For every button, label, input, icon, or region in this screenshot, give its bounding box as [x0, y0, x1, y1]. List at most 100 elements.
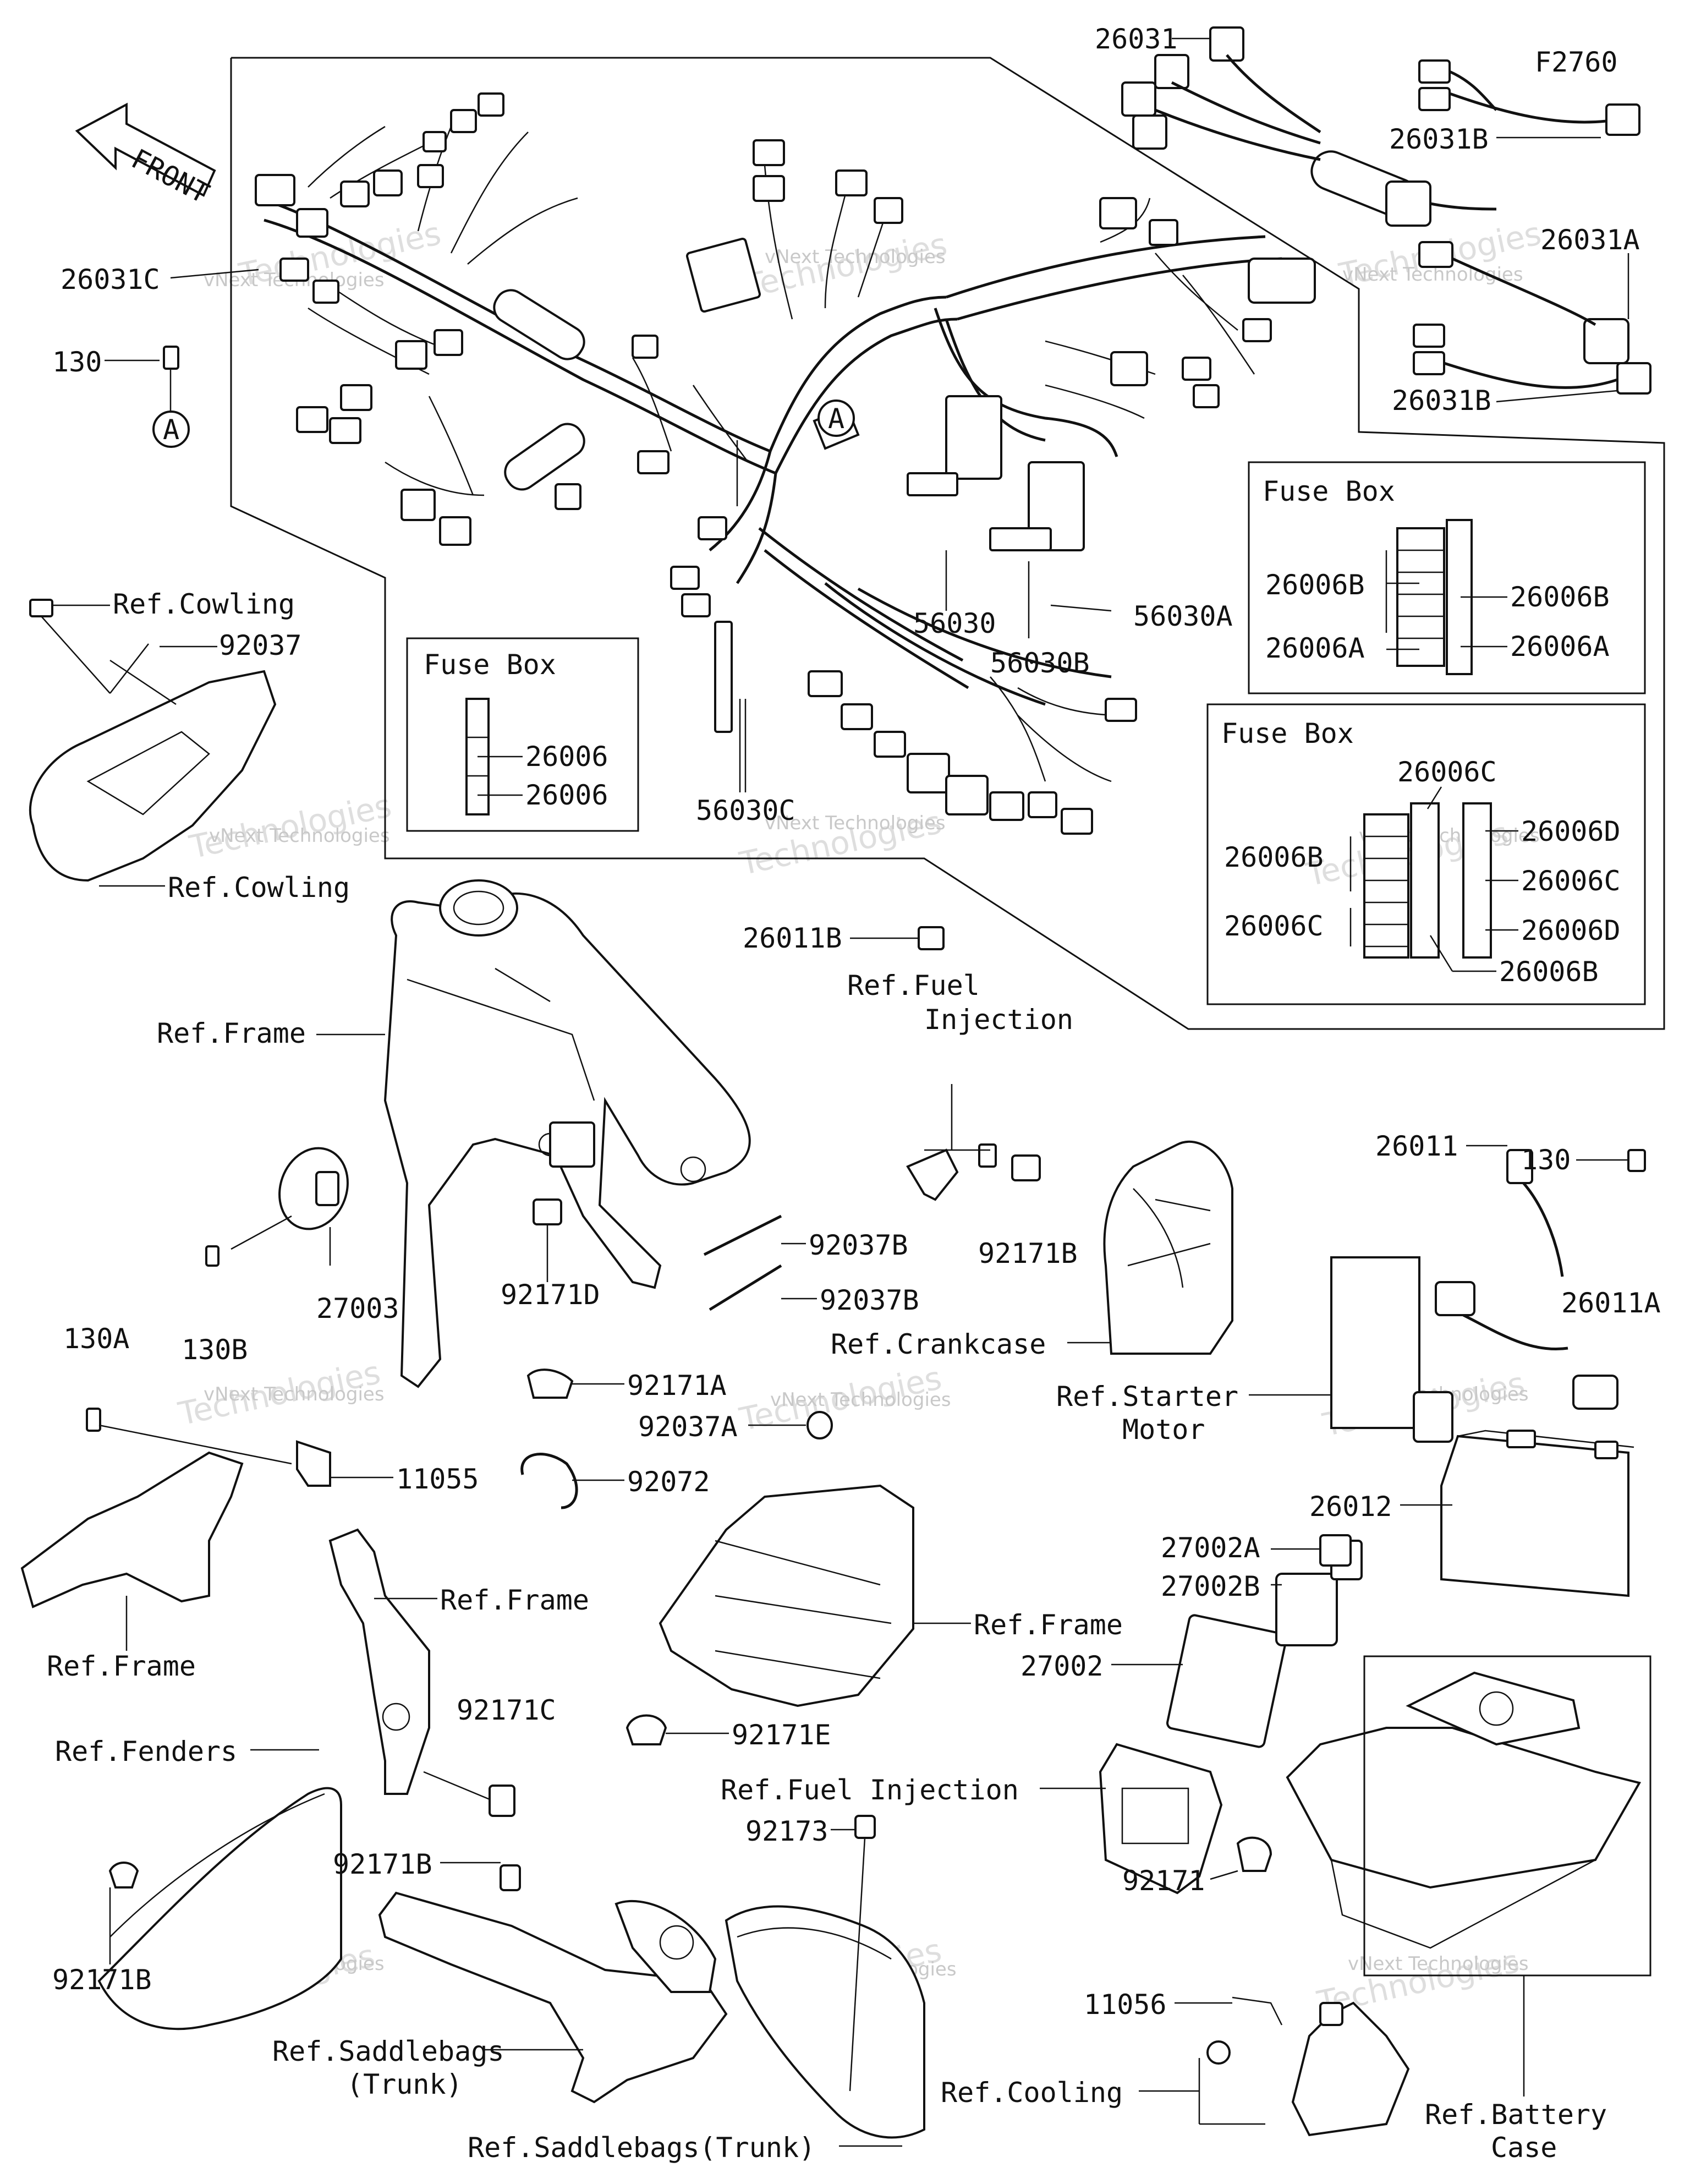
connector-icon — [907, 753, 950, 793]
label-92173: 92173 — [745, 1815, 828, 1847]
label-26031B: 26031B — [1389, 123, 1489, 155]
fenders — [97, 1787, 342, 2030]
label-130B: 130B — [182, 1334, 248, 1366]
label-92171E: 92171E — [732, 1719, 831, 1751]
label-26011: 26011 — [1375, 1130, 1458, 1162]
label-27002A: 27002A — [1161, 1532, 1260, 1564]
label-92037A: 92037A — [638, 1411, 738, 1443]
label-130: 130 — [1521, 1144, 1571, 1176]
label-130A: 130A — [63, 1323, 129, 1355]
sub-harness-26031A — [1418, 241, 1629, 364]
left-frame-bracket — [20, 1408, 331, 1608]
connector-icon — [395, 340, 427, 370]
label-26006: 26006 — [525, 779, 608, 811]
connector-icon — [340, 384, 372, 411]
connector-icon — [841, 703, 873, 730]
connector-icon — [296, 208, 328, 238]
label-56030C: 56030C — [696, 795, 795, 826]
connector-icon — [340, 180, 370, 207]
connector-icon — [555, 483, 581, 510]
connector-icon — [422, 131, 447, 152]
label-ref-cowling: Ref.Cowling — [113, 588, 295, 620]
label-ref-fuel: Ref.Fuel — [847, 970, 980, 1001]
connector-icon — [874, 731, 906, 758]
label-27002B: 27002B — [1161, 1570, 1260, 1602]
bolt-icon — [86, 1408, 101, 1432]
sub-harness-26031B-top — [1418, 59, 1640, 136]
saddlebags-trunk — [725, 1815, 925, 2139]
label-injection: Injection — [924, 1004, 1073, 1036]
connector-icon — [1132, 114, 1167, 150]
connector-icon — [637, 450, 670, 474]
label-26031B: 26031B — [1392, 385, 1491, 417]
starter-relay-assembly — [1330, 1149, 1618, 1443]
connector-icon — [1121, 81, 1156, 117]
label-26006D: 26006D — [1521, 815, 1621, 847]
connector-icon — [1149, 219, 1178, 246]
connector-icon — [835, 169, 868, 196]
watermark-text: vNext Technologies — [204, 1383, 385, 1405]
label-11055: 11055 — [396, 1463, 479, 1495]
label-56030B: 56030B — [990, 647, 1090, 679]
frame-main — [383, 879, 751, 1388]
label-26012: 26012 — [1309, 1491, 1392, 1523]
bracket-outline — [1330, 1256, 1420, 1429]
connector-icon — [753, 175, 785, 202]
clip-92171 — [1236, 1836, 1272, 1872]
clip-92171C — [423, 1771, 515, 1817]
part-27003 — [205, 1147, 349, 1267]
label-ref-saddlebags-trunk: Ref.Saddlebags(Trunk) — [468, 2132, 815, 2164]
label-ref-starter: Ref.Starter — [1056, 1381, 1238, 1413]
callout-labels: 26031 26031B 26031A 26031B 26031C 130 Re… — [47, 23, 1661, 2164]
label-ref-fuel-injection: Ref.Fuel Injection — [721, 1774, 1019, 1806]
connector-icon — [632, 335, 659, 359]
fuse-cover-icon — [907, 472, 958, 496]
connector-icon — [1154, 54, 1189, 89]
label-ref-frame: Ref.Frame — [974, 1609, 1123, 1641]
connector-icon — [874, 197, 903, 224]
fuse-box-panel-small: Fuse Box 26006 26006 — [406, 637, 639, 832]
connector-icon — [1209, 26, 1244, 62]
bolt-icon — [163, 346, 179, 370]
label-ref-cowling: Ref.Cowling — [168, 872, 350, 904]
label-26006C: 26006C — [1521, 865, 1621, 897]
fuse-box-title: Fuse Box — [1263, 475, 1395, 507]
fuse-box-panel-right-top: Fuse Box 26006B 26006A 26006B 26006A — [1248, 461, 1646, 694]
label-26006C: 26006C — [1397, 756, 1497, 788]
ref-marker-label: A — [163, 414, 179, 446]
battery — [1440, 1430, 1634, 1597]
connector-icon — [681, 593, 711, 617]
clip-92171E — [625, 1714, 667, 1745]
sub-harness-26031 — [1121, 26, 1497, 227]
label-92171C: 92171C — [457, 1694, 556, 1726]
label-ref-frame: Ref.Frame — [157, 1017, 306, 1049]
label-92171B: 92171B — [978, 1238, 1078, 1269]
clip-icon — [29, 599, 53, 617]
cooling-reservoir — [1206, 1996, 1410, 2137]
label-56030: 56030 — [913, 607, 996, 639]
connector-icon — [1099, 197, 1137, 229]
figure-code: F2760 — [1535, 46, 1618, 78]
connector-icon — [918, 926, 945, 950]
label-11056: 11056 — [1084, 1989, 1167, 2021]
watermark-text: vNext Technologies — [765, 812, 946, 834]
label-26031: 26031 — [1095, 23, 1178, 55]
connector-icon — [400, 489, 436, 521]
battery-case — [1286, 1655, 1651, 1977]
connector-icon — [989, 791, 1024, 821]
label-92171B: 92171B — [333, 1848, 432, 1880]
connector-icon — [255, 174, 295, 206]
relay-icon — [1248, 258, 1316, 304]
saddlebag-bracket — [378, 1864, 728, 2104]
bolt-icon — [1206, 2040, 1231, 2065]
connector-icon — [1061, 808, 1093, 835]
label-92037B: 92037B — [820, 1284, 919, 1316]
connector-icon — [434, 329, 463, 356]
fuse-box-title: Fuse Box — [424, 649, 556, 681]
label-26031C: 26031C — [61, 264, 160, 295]
label-ref-cooling: Ref.Cooling — [941, 2077, 1123, 2109]
label-starter-motor: Motor — [1122, 1414, 1205, 1446]
connector-icon — [1385, 180, 1431, 227]
watermark-text: vNext Technologies — [765, 246, 946, 268]
harness-connectors — [255, 92, 1316, 835]
